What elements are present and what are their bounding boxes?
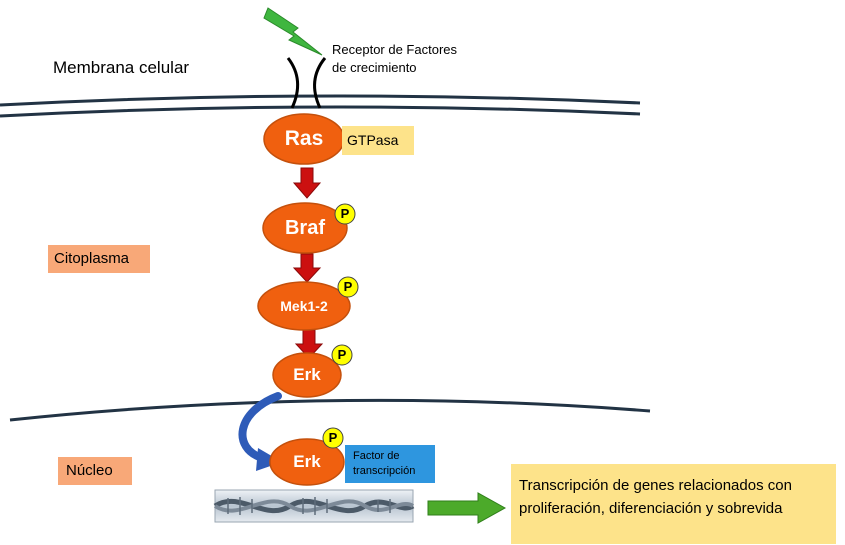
outcome-line2: proliferación, diferenciación y sobrevid…	[519, 500, 783, 517]
translocation-arrowhead-icon	[256, 448, 282, 471]
membrane-line-outer	[0, 94, 641, 107]
erk-cytoplasm-phospho-label: P	[337, 347, 347, 362]
transcription-factor-line1: Factor de	[353, 450, 400, 462]
erk-cytoplasm-label: Erk	[293, 365, 321, 384]
erk-cytoplasm-node	[272, 352, 342, 398]
dna-strand-image	[213, 489, 415, 523]
arrow-braf-to-mek-icon	[292, 253, 322, 283]
braf-label: Braf	[284, 217, 325, 239]
erk-nucleus-phospho-icon	[322, 427, 344, 449]
ras-label: Ras	[284, 127, 324, 150]
erk-nucleus-label: Erk	[293, 452, 321, 471]
outcome-box: Transcripción de genes relacionados con …	[511, 464, 836, 544]
braf-phospho-label: P	[340, 206, 350, 221]
mek-node	[257, 281, 351, 331]
membrane-line-inner	[0, 105, 641, 118]
erk-nucleus-node	[269, 438, 345, 486]
mek-phospho-label: P	[343, 279, 353, 294]
mek-phospho-icon	[337, 276, 359, 298]
outcome-arrow-icon	[427, 492, 507, 524]
gtpase-label: GTPasa	[342, 126, 414, 155]
erk-nucleus-phospho-label: P	[328, 430, 338, 445]
transcription-factor-label: Factor de transcripción	[345, 445, 435, 483]
outcome-line1: Transcripción de genes relacionados con	[519, 477, 792, 494]
membrane-label: Membrana celular	[53, 58, 190, 77]
arrow-mek-to-erk-icon	[294, 329, 324, 359]
mek-label: Mek1-2	[280, 298, 328, 314]
braf-phospho-icon	[334, 203, 356, 225]
nucleus-label: Núcleo	[58, 457, 132, 485]
receptor-label-line2: de crecimiento	[332, 60, 417, 75]
translocation-arrow-icon	[238, 392, 282, 462]
erk-cytoplasm-phospho-icon	[331, 344, 353, 366]
receptor-right-arc-icon	[313, 57, 327, 109]
braf-node	[262, 202, 348, 254]
cytoplasm-label: Citoplasma	[48, 245, 150, 273]
receptor-left-arc-icon	[286, 57, 300, 109]
transcription-factor-line2: transcripción	[353, 465, 416, 477]
arrow-ras-to-braf-icon	[292, 167, 322, 199]
receptor-label-line1: Receptor de Factores	[332, 42, 458, 57]
growth-factor-bolt-icon	[263, 7, 323, 56]
nuclear-membrane-line	[9, 398, 651, 422]
